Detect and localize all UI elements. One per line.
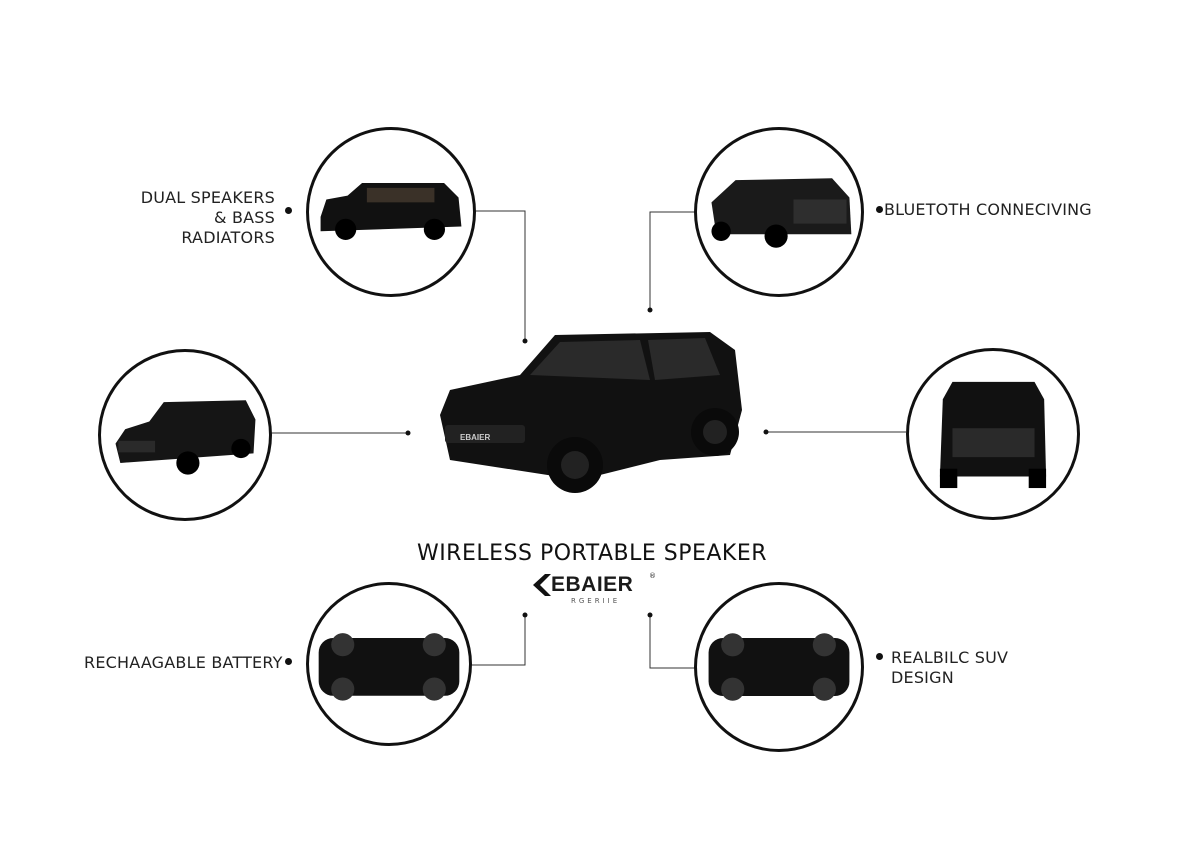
- bullet-dot: [876, 206, 883, 213]
- feature-label-bluetooth: BLUETOTH CONNECIVING: [884, 200, 1092, 219]
- product-title: WIRELESS PORTABLE SPEAKER: [416, 541, 768, 566]
- brand-name: EBAIER: [551, 573, 634, 596]
- feature-label-line: DUAL SPEAKERS: [140, 188, 275, 207]
- bullet-dot: [285, 207, 292, 214]
- bullet-dot: [285, 658, 292, 665]
- registered-mark: ®: [649, 572, 656, 580]
- feature-label-battery: RECHAAGABLE BATTERY: [84, 653, 283, 672]
- svg-text:EBAIER: EBAIER: [460, 433, 490, 442]
- feature-image-rear-view: [906, 348, 1080, 520]
- feature-label-line: DESIGN: [891, 668, 954, 687]
- bullet-dot: [876, 653, 883, 660]
- feature-image-bottom-view: [306, 582, 472, 746]
- feature-label-dual-speakers: DUAL SPEAKERS & BASS RADIATORS: [120, 188, 275, 248]
- feature-label-line: & BASS RADIATORS: [181, 208, 275, 247]
- brand-chevron-icon: [533, 574, 551, 596]
- feature-image-front-three-quarter: [98, 349, 272, 521]
- feature-image-side-view: [306, 127, 476, 297]
- feature-image-rear-three-quarter: [694, 127, 864, 297]
- brand-tagline: RGERIIE: [571, 597, 621, 605]
- brand-logo: EBAIER ® RGERIIE: [527, 572, 657, 612]
- feature-image-underside: [694, 582, 864, 752]
- main-suv-speaker-image: EBAIER: [440, 332, 742, 493]
- feature-label-suv-design: REALBILC SUV DESIGN: [891, 648, 1008, 688]
- feature-label-line: REALBILC SUV: [891, 648, 1009, 667]
